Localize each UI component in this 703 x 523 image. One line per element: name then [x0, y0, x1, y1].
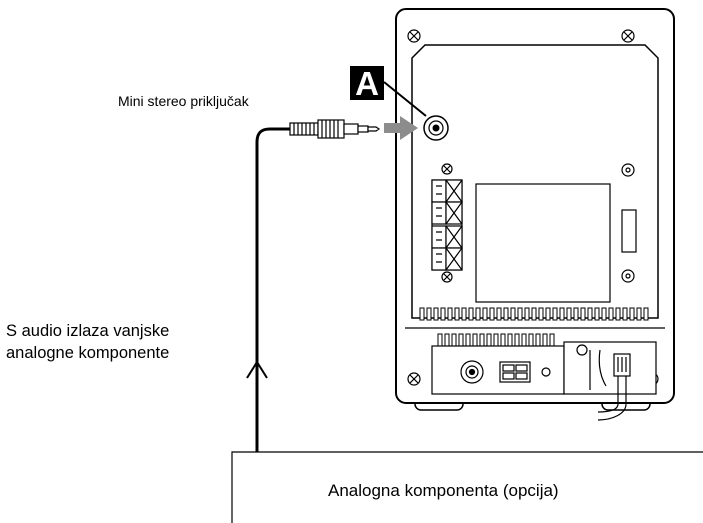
speaker-terminals [431, 179, 463, 271]
component-label: Analogna komponenta (opcija) [328, 481, 559, 500]
source-label-line-2: analogne komponente [6, 344, 170, 362]
audio-cable [255, 127, 290, 452]
stereo-unit-rear [395, 8, 675, 404]
marker-a: A [350, 65, 427, 117]
inner-panel [475, 183, 637, 303]
source-label-line-1: S audio izlaza vanjske [6, 322, 170, 340]
source-label: S audio izlaza vanjske analogne komponen… [6, 320, 169, 364]
panel-screws [441, 163, 635, 283]
bottom-connectors [431, 341, 657, 395]
audio-in-socket [423, 115, 449, 141]
direction-arrow-icon [246, 360, 268, 379]
insert-arrow [384, 116, 418, 140]
power-cord [597, 349, 631, 421]
jack-label: Mini stereo priključak [118, 93, 249, 109]
mini-plug [289, 119, 381, 139]
marker-a-label: A [355, 65, 379, 102]
analog-component-box [231, 451, 703, 523]
